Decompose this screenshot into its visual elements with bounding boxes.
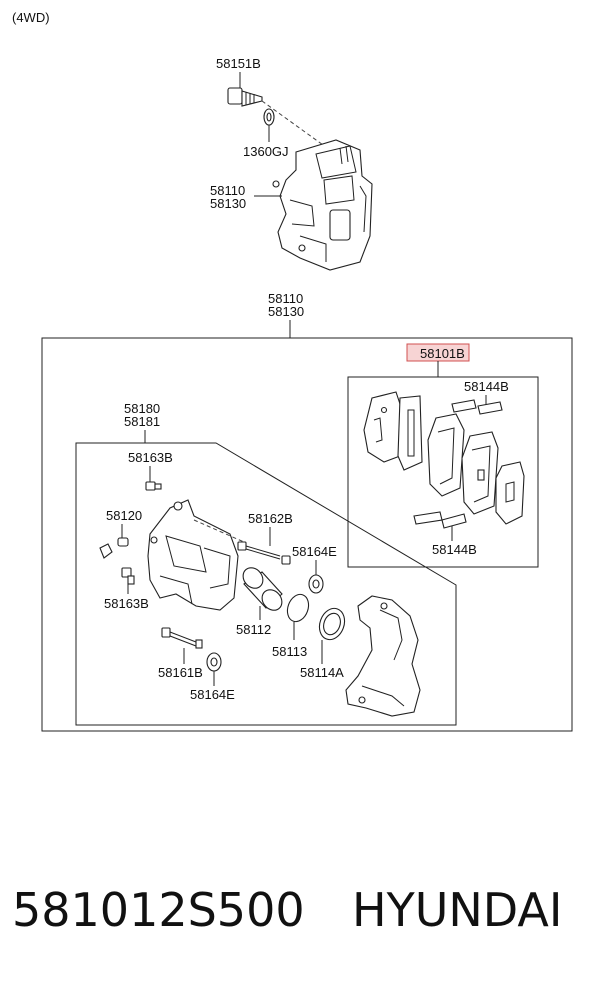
- label-1360gj: 1360GJ: [243, 144, 289, 159]
- label-58113: 58113: [272, 644, 307, 659]
- label-58162b: 58162B: [248, 511, 293, 526]
- part-number: 581012S500: [12, 883, 305, 937]
- label-58180: 58180: [124, 401, 160, 416]
- caliper-bracket-icon: [345, 595, 421, 717]
- label-58120: 58120: [106, 508, 142, 523]
- label-58163b-upper: 58163B: [128, 450, 173, 465]
- caliper-housing-icon: [147, 499, 245, 611]
- dust-boot-icon: [318, 607, 346, 641]
- assembly-frame: [41, 337, 573, 732]
- label-58163b-lower: 58163B: [104, 596, 149, 611]
- boot-lower-icon: [206, 652, 222, 672]
- variant-label: (4WD): [12, 10, 50, 25]
- guide-pin-lower-icon: [161, 627, 203, 649]
- label-58164e-right: 58164E: [292, 544, 337, 559]
- label-58110-top: 58110: [210, 183, 245, 198]
- label-58130-top: 58130: [210, 196, 246, 211]
- pad-kit-frame: [347, 376, 539, 568]
- bolt-upper-icon: [145, 481, 162, 491]
- bolt-icon: [227, 87, 263, 107]
- brand-name: HYUNDAI: [352, 883, 562, 937]
- label-58110-assembly: 58110: [268, 291, 303, 306]
- washer-icon: [263, 108, 275, 126]
- label-58144b-top: 58144B: [464, 379, 509, 394]
- housing-frame: [75, 442, 457, 726]
- label-58151b: 58151B: [216, 56, 261, 71]
- bleeder-icon: [99, 537, 129, 559]
- label-58144b-bottom: 58144B: [432, 542, 477, 557]
- seal-icon: [286, 593, 310, 623]
- label-58101b: 58101B: [420, 346, 465, 361]
- label-58181: 58181: [124, 414, 160, 429]
- piston-icon: [242, 567, 283, 611]
- boot-right-icon: [308, 574, 324, 594]
- guide-pin-icon: [237, 541, 291, 565]
- label-58114a: 58114A: [300, 665, 344, 680]
- bolt-lower-icon: [121, 567, 135, 585]
- caliper-top-icon: [272, 139, 373, 271]
- label-58112: 58112: [236, 622, 271, 637]
- label-58130-assembly: 58130: [268, 304, 304, 319]
- label-58161b: 58161B: [158, 665, 203, 680]
- label-58164e-lower: 58164E: [190, 687, 235, 702]
- brake-pads-icon: [363, 391, 525, 529]
